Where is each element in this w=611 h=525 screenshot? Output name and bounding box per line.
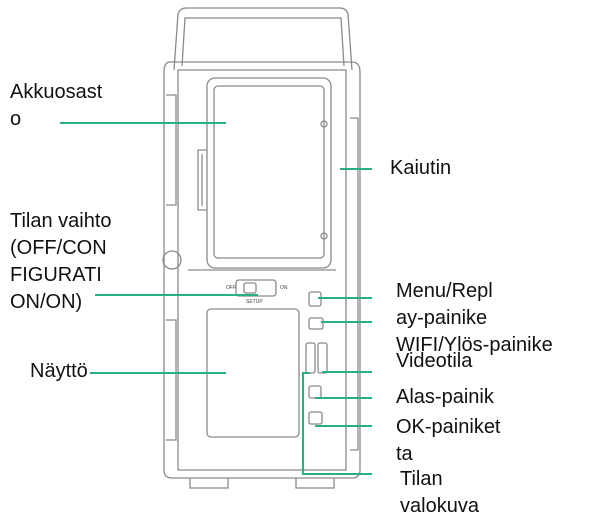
label-video-mode: Videotila (396, 350, 473, 372)
camera-body-outline (163, 61, 361, 479)
label-battery: Akkuosast o (10, 81, 103, 130)
label-down: Alas-painik (396, 386, 494, 408)
battery-compartment (206, 77, 332, 269)
mount-hole (162, 250, 182, 270)
wifi-up-button (308, 317, 324, 330)
switch-mark-setup: SETUP (246, 299, 263, 305)
switch-mark-off: OFF (226, 285, 236, 291)
battery-latch (197, 149, 207, 211)
photo-mode-button (305, 342, 316, 374)
down-button (308, 385, 322, 399)
camera-body-inner (177, 69, 347, 471)
leader-photo-mode (302, 372, 372, 475)
top-cap-inner (181, 17, 345, 67)
label-mode-switch: Tilan vaihto (OFF/CON FIGURATI ON/ON) (10, 210, 112, 313)
battery-compartment-inner (213, 85, 325, 259)
label-speaker: Kaiutin (390, 157, 452, 179)
switch-mark-on: ON (280, 285, 288, 291)
label-menu-replay: Menu/Repl ay-painike (396, 280, 493, 329)
label-photo-mode: Tilan valokuva (400, 468, 479, 517)
label-wifi-up: WIFI/Ylös-painike (396, 334, 553, 356)
left-rib-top (166, 94, 177, 206)
ok-button (308, 411, 323, 425)
right-rib (350, 117, 359, 451)
left-rib-bottom (166, 319, 177, 441)
video-mode-button (317, 342, 328, 374)
label-screen: Näyttö (30, 360, 88, 382)
label-ok: OK-painiket ta (396, 416, 501, 465)
top-cap (173, 7, 353, 71)
